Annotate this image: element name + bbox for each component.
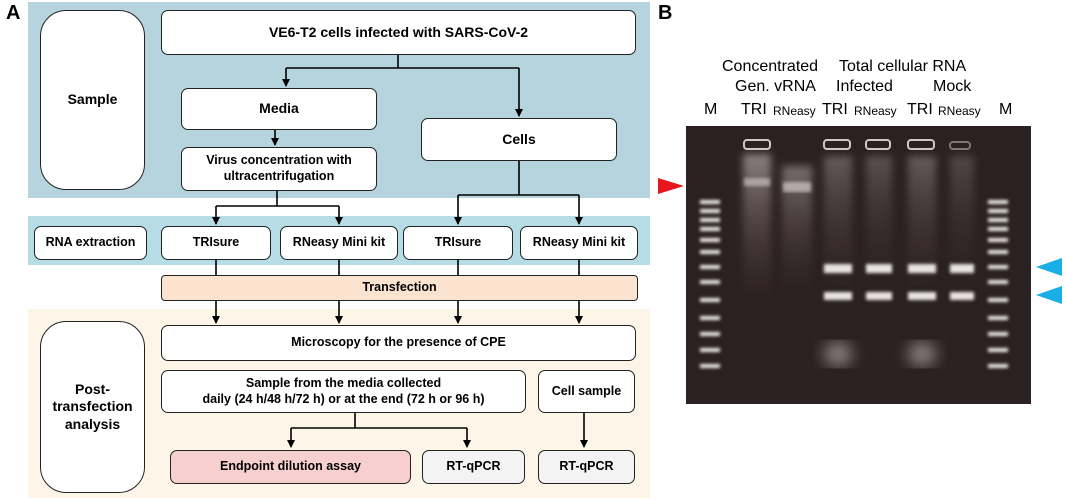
cell-sample-box: Cell sample (538, 370, 635, 413)
header-infected: Infected (836, 78, 893, 95)
lane-label-rneasy-infected: RNeasy (854, 104, 897, 118)
rneasy-cells-box: RNeasy Mini kit (520, 226, 638, 260)
lane-label-marker-right: M (999, 101, 1013, 118)
media-box: Media (181, 88, 377, 130)
sample-label: Sample (40, 10, 145, 190)
cells-box: Cells (421, 118, 617, 161)
header-concentrated: Concentrated (722, 58, 819, 75)
transfection-box: Transfection (161, 275, 638, 301)
lane-label-tri-mock: TRI (907, 101, 933, 118)
header-gen-vrna: Gen. vRNA (735, 78, 816, 95)
panel-b-letter: B (658, 2, 673, 24)
lane-label-marker-left: M (704, 101, 718, 118)
infected-cells-box: VE6-T2 cells infected with SARS-CoV-2 (161, 10, 636, 55)
lane-label-tri-concentrated: TRI (741, 101, 767, 118)
panel-a-letter: A (6, 2, 21, 24)
header-total-cellular-rna: Total cellular RNA (839, 58, 967, 75)
endpoint-dilution-box: Endpoint dilution assay (170, 450, 411, 484)
rna-extraction-label: RNA extraction (34, 226, 147, 260)
lane-label-rneasy-mock: RNeasy (938, 104, 981, 118)
media-sample-box: Sample from the media collected daily (2… (161, 370, 526, 413)
trisure-cells-box: TRIsure (403, 226, 513, 260)
blue-marker-arrow-icon-upper (1036, 258, 1062, 276)
virus-concentration-box: Virus concentration with ultracentrifuga… (181, 147, 377, 191)
rt-qpcr-media-box: RT-qPCR (422, 450, 525, 484)
microscopy-box: Microscopy for the presence of CPE (161, 325, 636, 361)
rt-qpcr-cells-box: RT-qPCR (538, 450, 635, 484)
post-transfection-label: Post- transfection analysis (40, 321, 145, 493)
lane-label-tri-infected: TRI (822, 101, 848, 118)
blue-marker-arrow-icon-lower (1036, 286, 1062, 304)
lane-label-rneasy-concentrated: RNeasy (773, 104, 816, 118)
trisure-media-box: TRIsure (161, 226, 271, 260)
header-mock: Mock (933, 78, 972, 95)
agarose-gel-image (686, 126, 1031, 404)
rneasy-media-box: RNeasy Mini kit (280, 226, 398, 260)
red-marker-arrow-icon (658, 178, 684, 194)
